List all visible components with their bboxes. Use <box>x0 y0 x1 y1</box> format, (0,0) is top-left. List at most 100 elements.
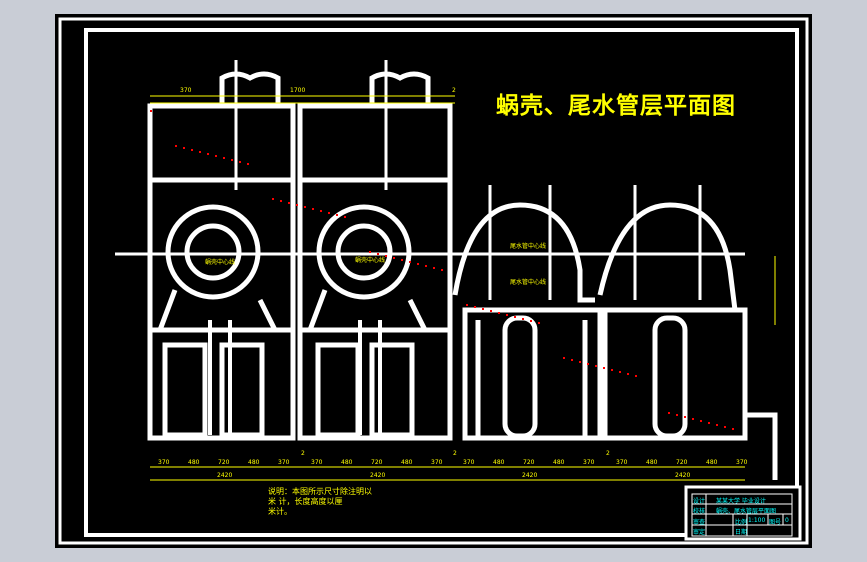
marker <box>732 428 734 430</box>
marker <box>627 373 629 375</box>
marker <box>692 418 694 420</box>
marker <box>175 145 177 147</box>
marker <box>247 163 249 165</box>
tb-date-label: 日期 <box>735 529 748 536</box>
dimension-text: 480 <box>401 459 413 466</box>
marker <box>231 159 233 161</box>
marker <box>215 155 217 157</box>
marker <box>603 367 605 369</box>
dimension-text: 370 <box>463 459 475 466</box>
marker <box>538 322 540 324</box>
drawing-title: 蜗壳、尾水管层平面图 <box>496 93 736 119</box>
draft-tube-unit-4 <box>597 185 778 480</box>
tb-label: 审查 <box>693 519 706 526</box>
dimension-text: 480 <box>341 459 353 466</box>
marker <box>684 416 686 418</box>
marker <box>522 318 524 320</box>
tb-sheet-label: 图号 <box>769 519 782 526</box>
dimension-text: 370 <box>180 87 192 94</box>
marker <box>304 206 306 208</box>
marker <box>474 306 476 308</box>
marker <box>393 257 395 259</box>
marker <box>183 147 185 149</box>
marker <box>595 365 597 367</box>
marker <box>587 363 589 365</box>
dimension-text: 480 <box>248 459 260 466</box>
tb-scale-label: 比例 <box>735 519 748 526</box>
dimension-text: 480 <box>493 459 505 466</box>
marker <box>409 261 411 263</box>
dimension-text: 480 <box>706 459 718 466</box>
dimension-text: 720 <box>523 459 535 466</box>
dimension-total: 2420 <box>217 472 232 479</box>
dimension-text: 720 <box>676 459 688 466</box>
marker <box>239 161 241 163</box>
marker <box>150 110 152 112</box>
marker <box>498 312 500 314</box>
marker <box>619 371 621 373</box>
marker <box>296 204 298 206</box>
marker <box>401 259 403 261</box>
dimension-gap: 2 <box>606 450 610 457</box>
marker <box>441 269 443 271</box>
dimension-lines <box>150 95 776 481</box>
unit-centerline-label: 尾水管中心线 <box>510 278 546 286</box>
marker <box>716 424 718 426</box>
marker <box>385 255 387 257</box>
marker <box>506 314 508 316</box>
dimension-text: 720 <box>371 459 383 466</box>
marker <box>288 202 290 204</box>
marker <box>724 426 726 428</box>
dimension-text: 370 <box>158 459 170 466</box>
spiral-case-unit-2 <box>297 60 453 441</box>
marker <box>328 212 330 214</box>
marker <box>425 265 427 267</box>
marker <box>514 316 516 318</box>
marker <box>320 210 322 212</box>
rebar-markers <box>150 110 734 430</box>
marker <box>668 412 670 414</box>
drawing-notes: 说明：本图所示尺寸除注明以 米 计，长度高度以厘 米计。 <box>268 487 372 517</box>
tb-scale: 1:100 <box>748 517 766 524</box>
dimension-total: 2420 <box>370 472 385 479</box>
unit-centerline-label: 蜗壳中心线 <box>355 256 385 264</box>
marker <box>199 151 201 153</box>
marker <box>571 359 573 361</box>
marker <box>223 157 225 159</box>
marker <box>611 369 613 371</box>
marker <box>579 361 581 363</box>
dimension-text: 370 <box>616 459 628 466</box>
tb-label: 审定 <box>693 529 706 536</box>
marker <box>207 153 209 155</box>
marker <box>433 267 435 269</box>
marker <box>344 216 346 218</box>
dimension-text: 370 <box>736 459 748 466</box>
marker <box>417 263 419 265</box>
marker <box>490 310 492 312</box>
dimension-text: 720 <box>218 459 230 466</box>
dimension-text: 370 <box>583 459 595 466</box>
draft-tube-unit-3 <box>452 185 603 441</box>
powerhouse-plan <box>115 60 778 480</box>
inner-frame <box>84 28 799 537</box>
dimension-text: 370 <box>431 459 443 466</box>
tb-school: 某某大学 毕业设计 <box>716 498 766 505</box>
marker <box>700 420 702 422</box>
unit-centerline-label: 尾水管中心线 <box>510 242 546 250</box>
marker <box>466 304 468 306</box>
marker <box>369 251 371 253</box>
dimension-gap: 2 <box>453 450 457 457</box>
marker <box>336 214 338 216</box>
marker <box>191 149 193 151</box>
dimension-text: 370 <box>311 459 323 466</box>
dimension-text: 480 <box>188 459 200 466</box>
marker <box>377 253 379 255</box>
dimension-total: 2420 <box>522 472 537 479</box>
note-line: 米计。 <box>268 507 292 516</box>
dimension-text: 480 <box>553 459 565 466</box>
marker <box>272 198 274 200</box>
tb-sheet: 0 <box>785 517 789 524</box>
dimension-text: 370 <box>278 459 290 466</box>
